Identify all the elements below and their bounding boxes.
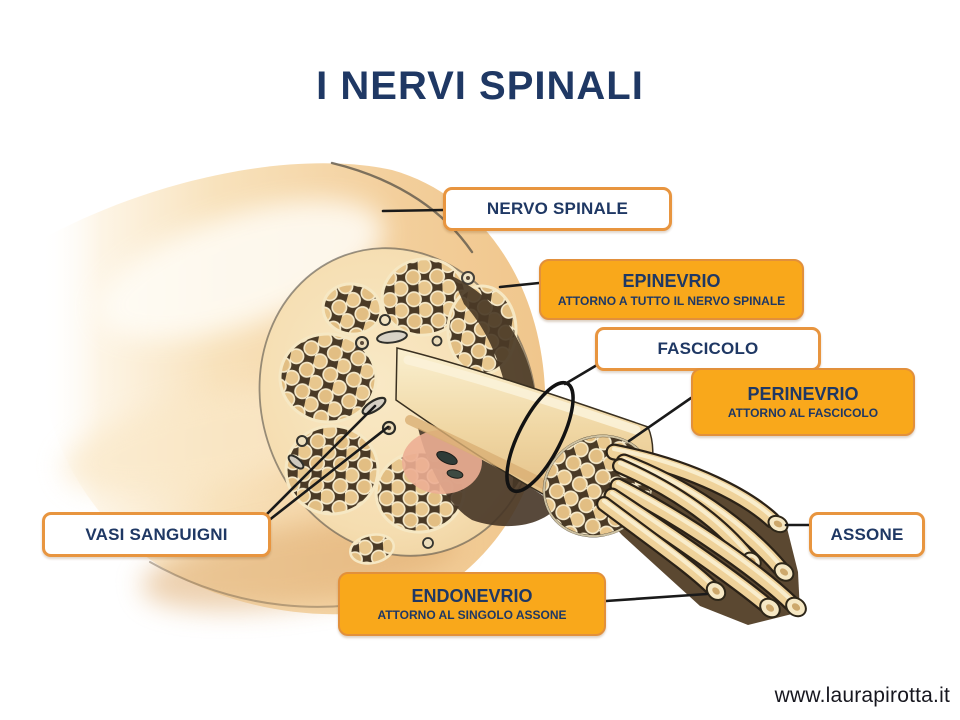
label-epinevrio-subtitle: ATTORNO A TUTTO IL NERVO SPINALE [557,293,786,308]
label-perinevrio: PERINEVRIO ATTORNO AL FASCICOLO [691,368,915,436]
label-assone-text: ASSONE [830,524,904,544]
label-endonevrio-title: ENDONEVRIO [411,585,533,606]
leader-vasi-2 [266,425,390,523]
axon-fiber [603,487,781,619]
leader-epinevrio [498,281,541,289]
label-nervo-spinale-text: NERVO SPINALE [486,199,629,218]
leader-endonevrio [604,592,709,603]
axon-fiber [605,443,789,534]
label-epinevrio: EPINEVRIO ATTORNO A TUTTO IL NERVO SPINA… [539,259,804,320]
label-epinevrio-title: EPINEVRIO [622,271,721,292]
leader-lines [264,208,811,603]
label-endonevrio-subtitle: ATTORNO AL SINGOLO ASSONE [377,608,567,623]
label-endonevrio: ENDONEVRIO ATTORNO AL SINGOLO ASSONE [338,572,606,636]
page-title: I NERVI SPINALI [316,64,644,108]
website-url: www.laurapirotta.it [774,684,950,707]
label-perinevrio-subtitle: ATTORNO AL FASCICOLO [727,406,879,421]
label-vasi-sanguigni: VASI SANGUIGNI [42,512,271,557]
axon-fiber [596,496,727,601]
leader-vasi-1 [264,404,377,517]
label-perinevrio-title: PERINEVRIO [747,383,859,404]
leader-nervo-spinale [381,208,445,213]
blood-vessels [287,271,475,549]
leader-perinevrio [627,396,693,443]
label-vasi-sanguigni-text: VASI SANGUIGNI [85,524,228,544]
label-fascicolo-text: FASCICOLO [657,339,759,358]
label-assone: ASSONE [809,512,925,557]
label-fascicolo: FASCICOLO [595,327,821,371]
leader-fascicolo [563,363,599,386]
axon-fiber [609,477,807,618]
label-nervo-spinale: NERVO SPINALE [443,187,672,231]
axon-fibers [596,443,807,619]
